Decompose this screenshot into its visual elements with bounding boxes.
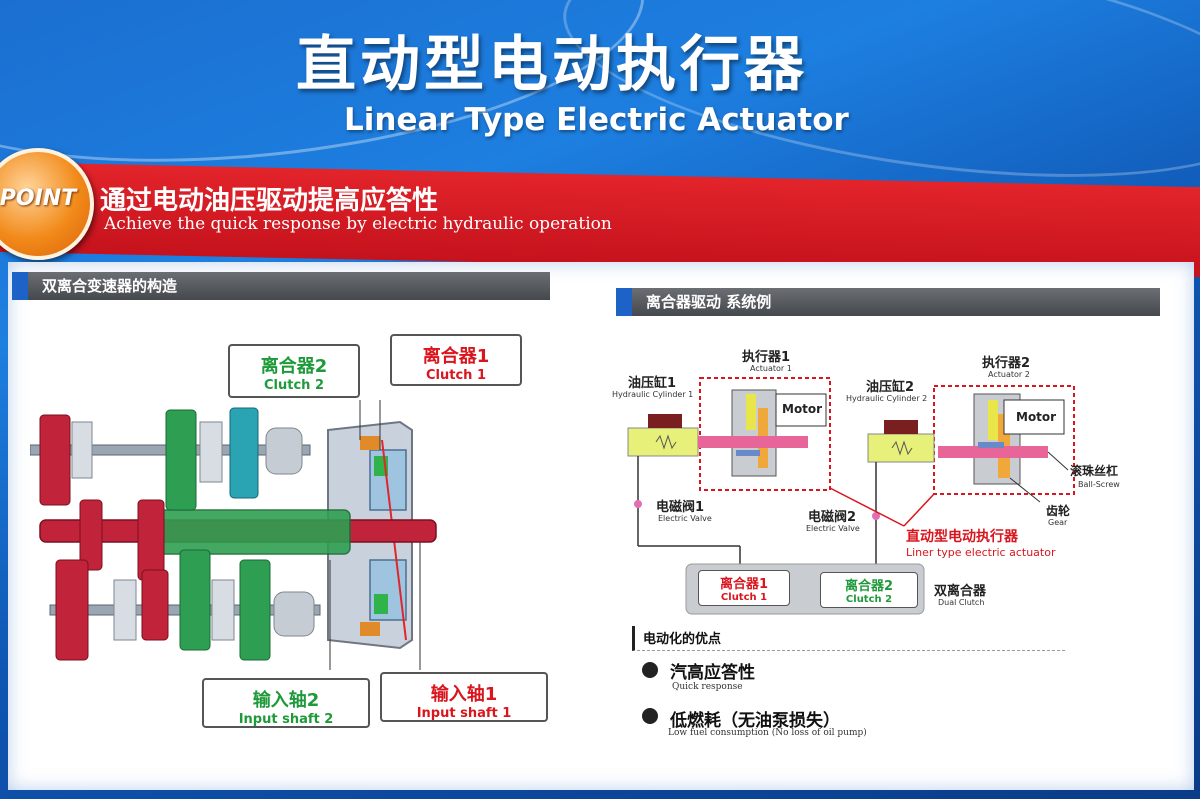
point-headline-en: Achieve the quick response by electric h…	[104, 214, 612, 234]
ball-screw-label: 滚珠丝杠	[1070, 464, 1119, 478]
ball-screw-leader	[1047, 451, 1069, 471]
cylinder-1-label: 油压缸1	[628, 376, 677, 391]
gear-green	[179, 549, 211, 651]
page-title: 直动型电动执行器	[296, 30, 808, 100]
gear-leader	[1009, 477, 1041, 503]
cylinder-2-label: 油压缸2	[866, 380, 915, 395]
valve-dot-1	[634, 500, 642, 508]
gear-label: 齿轮	[1046, 504, 1071, 518]
dual-clutch-2-zh: 离合器2	[844, 579, 894, 594]
gear-red	[55, 559, 89, 661]
valve-2-label-en: Electric Valve	[806, 524, 860, 533]
actuator-2-label: 执行器2	[982, 356, 1031, 371]
valve-2-label: 电磁阀2	[808, 510, 857, 525]
dual-clutch-2-box: 离合器2 Clutch 2	[820, 572, 918, 608]
actuator-1-label-en: Actuator 1	[750, 364, 792, 373]
linear-actuator-label: 直动型电动执行器	[906, 529, 1018, 545]
advantage-item-2: 低燃耗（无油泵损失）	[670, 711, 840, 731]
synchro-sleeve	[199, 421, 223, 483]
actuator-2-label-en: Actuator 2	[988, 370, 1030, 379]
clutch-disc-orange	[360, 622, 380, 636]
spring-2	[891, 440, 913, 456]
label-input-shaft-2-en: Input shaft 2	[238, 712, 334, 727]
bullet-icon	[642, 662, 658, 678]
valve-dot-2	[872, 512, 880, 520]
gear-red	[141, 569, 169, 641]
clutch-disc-green	[374, 594, 388, 614]
gear-green	[165, 409, 197, 511]
label-clutch-1-en: Clutch 1	[426, 368, 486, 383]
synchro-sleeve	[211, 579, 235, 641]
motor-2-box	[1003, 399, 1065, 435]
clutch-disc-orange	[360, 436, 380, 450]
dual-clutch-1-box: 离合器1 Clutch 1	[698, 570, 790, 606]
advantage-item-1-en: Quick response	[672, 682, 743, 692]
dual-clutch-1-en: Clutch 1	[720, 592, 768, 603]
actuator-1-gear	[746, 394, 756, 430]
actuator-1-frame	[699, 377, 831, 491]
synchro-sleeve	[113, 579, 137, 641]
dual-clutch-transmission-diagram	[30, 400, 437, 670]
point-badge-text: POINT	[0, 186, 77, 211]
cylinder-cap-2	[884, 420, 918, 434]
dual-clutch-label-en: Dual Clutch	[938, 598, 985, 607]
page-subtitle: Linear Type Electric Actuator	[344, 102, 849, 138]
actuator-2-gear	[988, 400, 998, 440]
label-clutch-1: 离合器1 Clutch 1	[390, 334, 522, 386]
label-input-shaft-1-en: Input shaft 1	[416, 706, 512, 721]
linear-actuator-label-en: Liner type electric actuator	[906, 546, 1056, 559]
cylinder-cap-1	[648, 414, 682, 428]
hydraulic-cylinder-1	[627, 427, 699, 457]
spring-1	[655, 434, 677, 450]
right-section-heading: 离合器驱动 系统例	[616, 288, 1160, 316]
label-clutch-2-en: Clutch 2	[264, 378, 324, 393]
left-section-heading: 双离合变速器的构造	[12, 272, 550, 300]
label-clutch-2: 离合器2 Clutch 2	[228, 344, 360, 398]
nut-2	[978, 442, 1004, 448]
ball-screw-2	[938, 446, 1048, 458]
valve-1-label-en: Electric Valve	[658, 514, 712, 523]
label-clutch-2-zh: 离合器2	[260, 356, 328, 377]
label-clutch-1-zh: 离合器1	[422, 346, 490, 367]
gear-red	[39, 414, 71, 506]
motor-1-box	[775, 393, 827, 427]
label-input-shaft-1: 输入轴1 Input shaft 1	[380, 672, 548, 722]
dual-clutch-1-zh: 离合器1	[719, 577, 769, 592]
gear-label-en: Gear	[1048, 518, 1068, 527]
motor-2-label: Motor	[1016, 410, 1057, 424]
cylinder-1-label-en: Hydraulic Cylinder 1	[612, 390, 694, 399]
gear-red	[79, 499, 103, 571]
point-headline: 通过电动油压驱动提高应答性	[100, 186, 439, 216]
gear-red	[137, 499, 165, 581]
gear-grey	[273, 591, 315, 637]
motor-1-label: Motor	[782, 402, 823, 416]
ball-screw-1	[698, 436, 808, 448]
actuator-1-label: 执行器1	[742, 350, 791, 365]
gear-green	[239, 559, 271, 661]
advantage-item-2-en: Low fuel consumption (No loss of oil pum…	[668, 728, 867, 738]
synchro-sleeve	[71, 421, 93, 479]
hydraulic-cylinder-2	[867, 433, 935, 463]
valve-1-label: 电磁阀1	[656, 500, 705, 515]
nut-1	[736, 450, 760, 456]
label-input-shaft-2: 输入轴2 Input shaft 2	[202, 678, 370, 728]
cylinder-2-label-en: Hydraulic Cylinder 2	[846, 394, 928, 403]
label-input-shaft-2-zh: 输入轴2	[252, 690, 320, 711]
bullet-icon	[642, 708, 658, 724]
ball-screw-label-en: Ball-Screw	[1078, 480, 1120, 489]
advantages-heading: 电动化的优点	[632, 626, 1065, 651]
advantage-item-1: 汽高应答性	[670, 663, 755, 683]
dual-clutch-2-en: Clutch 2	[845, 594, 893, 605]
linear-leader	[829, 487, 905, 527]
label-input-shaft-1-zh: 输入轴1	[430, 684, 498, 705]
advantages-heading-text: 电动化的优点	[643, 632, 722, 647]
point-badge: POINT	[0, 148, 94, 260]
dual-clutch-label: 双离合器	[934, 584, 987, 599]
gear-grey	[265, 427, 303, 475]
input-shaft-2	[149, 509, 351, 555]
gear-teal	[229, 407, 259, 499]
linear-leader	[903, 493, 935, 527]
